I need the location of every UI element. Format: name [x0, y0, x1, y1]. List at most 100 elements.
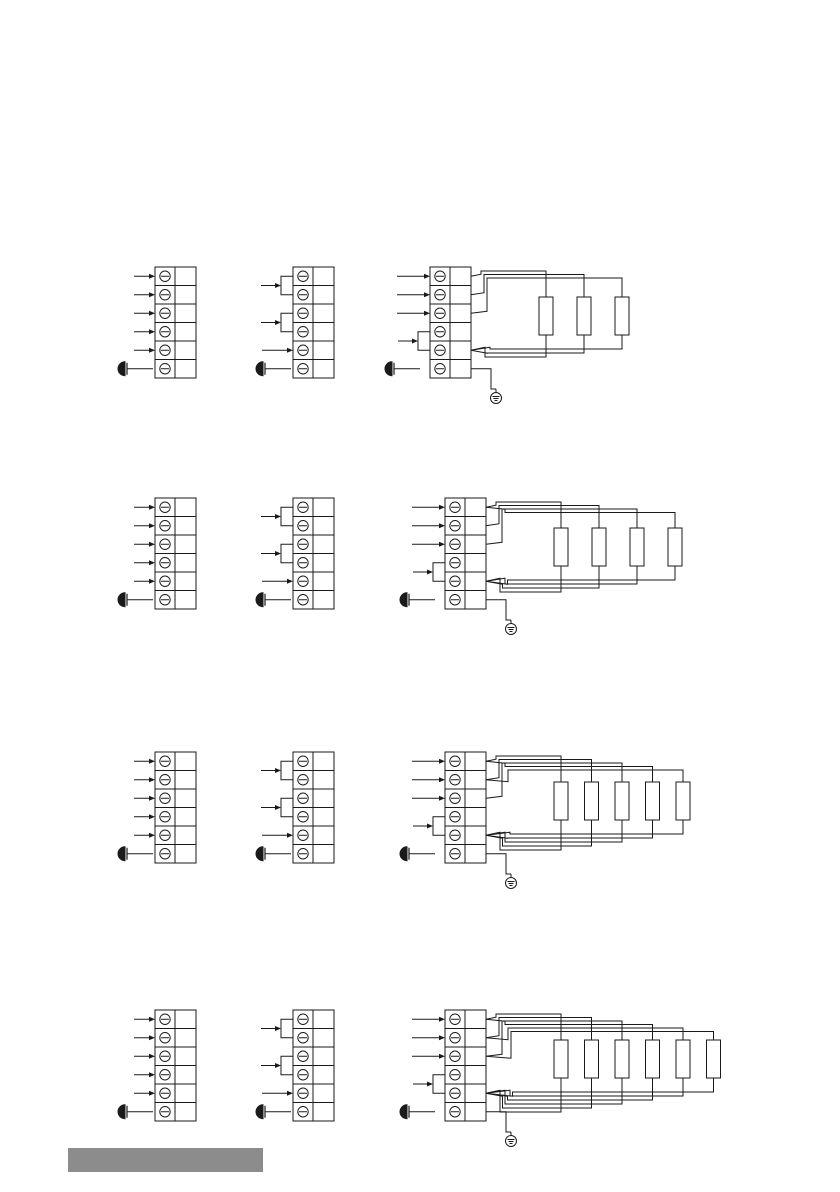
arrow-right-icon	[134, 329, 155, 334]
arrow-right-icon	[261, 1026, 281, 1031]
screw-terminal-icon	[160, 345, 170, 355]
screw-terminal-icon	[298, 327, 308, 337]
arrow-right-icon	[134, 1054, 155, 1059]
screw-terminal-icon	[160, 539, 170, 549]
block-paired	[256, 267, 334, 378]
screw-terminal-icon	[298, 1051, 308, 1061]
block-independent	[118, 752, 196, 863]
screw-terminal-icon	[160, 1070, 170, 1080]
footer-bar	[68, 1148, 263, 1172]
screw-terminal-icon	[160, 812, 170, 822]
screw-terminal-icon	[298, 308, 308, 318]
block-star-wiring	[400, 1010, 720, 1147]
arrow-right-icon	[134, 505, 155, 510]
heating-element-icon	[554, 528, 568, 566]
screw-terminal-icon	[298, 1070, 308, 1080]
screw-terminal-icon	[298, 775, 308, 785]
arrow-right-icon	[134, 348, 155, 353]
screw-terminal-icon	[450, 595, 460, 605]
arrow-right-icon	[398, 339, 418, 344]
screw-terminal-icon	[298, 1107, 308, 1117]
jumper-bracket	[261, 761, 293, 780]
screw-terminal-icon	[298, 558, 308, 568]
heating-element-icon	[676, 1040, 690, 1078]
screw-terminal-icon	[450, 1088, 460, 1098]
screw-terminal-icon	[435, 345, 445, 355]
heating-element-icon	[615, 782, 629, 820]
terminal-block	[445, 498, 486, 609]
terminal-block	[293, 267, 334, 378]
plug-icon	[118, 847, 153, 861]
jumper-bracket	[413, 1075, 445, 1094]
block-independent	[118, 498, 196, 609]
plug-icon	[118, 362, 153, 376]
arrow-right-icon	[134, 542, 155, 547]
heating-element-icon	[554, 782, 568, 820]
heating-elements	[486, 502, 682, 592]
screw-terminal-icon	[160, 576, 170, 586]
screw-terminal-icon	[450, 521, 460, 531]
heating-elements	[471, 271, 629, 357]
arrow-right-icon	[134, 1035, 155, 1040]
arrow-right-icon	[134, 560, 155, 565]
ground-icon	[506, 874, 517, 889]
screw-terminal-icon	[160, 327, 170, 337]
arrow-right-icon	[134, 814, 155, 819]
screw-terminal-icon	[450, 775, 460, 785]
heating-elements	[486, 756, 690, 850]
arrow-right-icon	[134, 1017, 155, 1022]
terminal-block	[293, 498, 334, 609]
arrow-right-icon	[412, 542, 445, 547]
block-independent	[118, 1010, 196, 1121]
screw-terminal-icon	[435, 364, 445, 374]
screw-terminal-icon	[435, 308, 445, 318]
diagram-row-2	[118, 498, 682, 635]
screw-terminal-icon	[298, 576, 308, 586]
screw-terminal-icon	[160, 308, 170, 318]
screw-terminal-icon	[298, 345, 308, 355]
plug-icon	[256, 847, 291, 861]
arrow-right-icon	[134, 579, 155, 584]
plug-icon	[385, 362, 420, 376]
screw-terminal-icon	[160, 558, 170, 568]
terminal-block	[155, 752, 196, 863]
heating-element-icon	[592, 528, 606, 566]
heating-element-icon	[646, 1040, 660, 1078]
screw-terminal-icon	[298, 1014, 308, 1024]
plug-icon	[400, 1105, 435, 1119]
heating-element-icon	[554, 1040, 568, 1078]
jumper-bracket	[261, 313, 293, 332]
block-star-wiring	[385, 267, 629, 404]
screw-terminal-icon	[450, 793, 460, 803]
arrow-right-icon	[134, 777, 155, 782]
arrow-right-icon	[413, 570, 433, 575]
screw-terminal-icon	[160, 364, 170, 374]
diagram-row-1	[118, 267, 629, 404]
jumper-bracket	[413, 817, 445, 836]
screw-terminal-icon	[450, 502, 460, 512]
element-wire	[486, 502, 561, 592]
screw-terminal-icon	[298, 756, 308, 766]
screw-terminal-icon	[450, 830, 460, 840]
plug-icon	[400, 847, 435, 861]
terminal-block	[155, 1010, 196, 1121]
terminal-block	[155, 267, 196, 378]
arrow-right-icon	[413, 1082, 433, 1087]
screw-terminal-icon	[160, 849, 170, 859]
screw-terminal-icon	[298, 830, 308, 840]
screw-terminal-icon	[450, 558, 460, 568]
block-paired	[256, 752, 334, 863]
element-wire	[486, 1032, 714, 1097]
heating-element-icon	[707, 1040, 721, 1078]
screw-terminal-icon	[160, 1051, 170, 1061]
arrow-right-icon	[134, 274, 155, 279]
terminal-block	[430, 267, 471, 378]
screw-terminal-icon	[435, 327, 445, 337]
arrow-right-icon	[412, 1035, 445, 1040]
arrow-right-icon	[412, 523, 445, 528]
arrow-right-icon	[262, 833, 293, 838]
screw-terminal-icon	[450, 1014, 460, 1024]
screw-terminal-icon	[298, 595, 308, 605]
arrow-right-icon	[134, 1072, 155, 1077]
arrow-right-icon	[134, 292, 155, 297]
